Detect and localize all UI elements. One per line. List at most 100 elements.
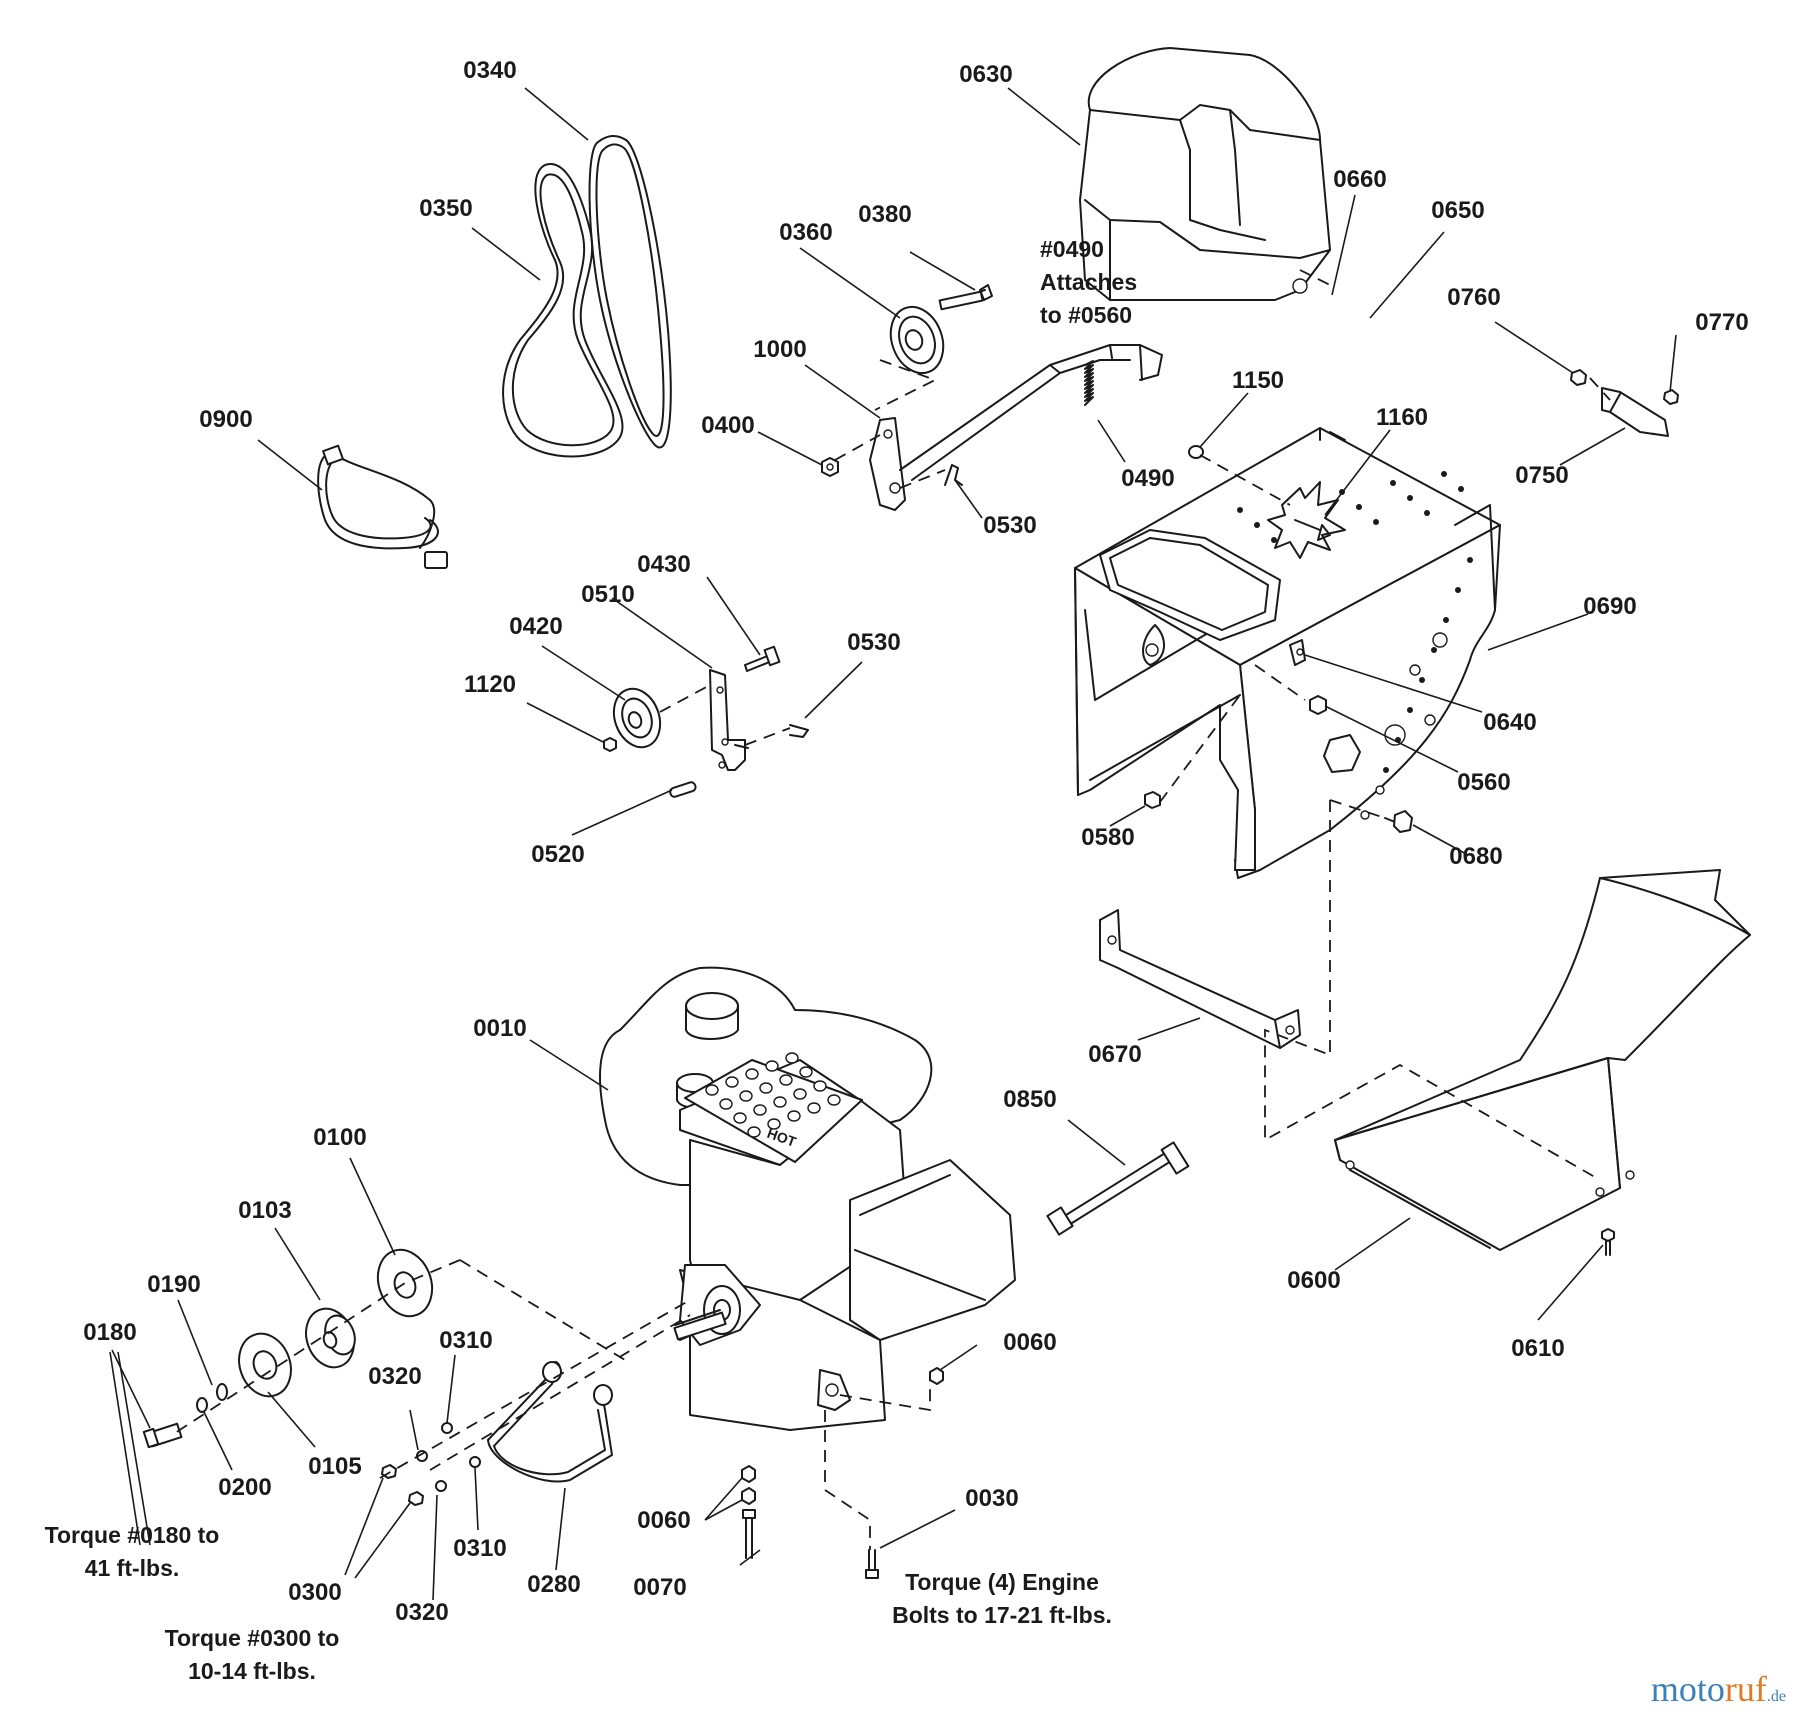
- watermark-part3: .de: [1766, 1688, 1786, 1705]
- label-0630: 0630: [959, 61, 1012, 88]
- label-0010: 0010: [473, 1015, 526, 1042]
- label-0670: 0670: [1088, 1041, 1141, 1068]
- engine-pulley: [376, 1248, 434, 1318]
- label-0600: 0600: [1287, 1267, 1340, 1294]
- bolt-0680: [1384, 810, 1413, 833]
- label-0060-lower: 0060: [637, 1507, 690, 1534]
- washer-0190: [216, 1383, 228, 1401]
- vent-hole: [705, 1084, 719, 1096]
- bolt-0610: [1601, 1228, 1615, 1256]
- part-labels: 0340 0350 0900 0630 0660 0650 0360 0380 …: [83, 57, 1748, 1626]
- leader-lines: [109, 87, 1677, 1601]
- label-0180: 0180: [83, 1319, 136, 1346]
- label-0300: 0300: [288, 1579, 341, 1606]
- label-0350: 0350: [419, 195, 472, 222]
- label-0760: 0760: [1447, 284, 1500, 311]
- vent-hole: [759, 1082, 773, 1094]
- bolt-0640: [1289, 639, 1306, 666]
- vent-hole: [793, 1088, 807, 1100]
- label-0660: 0660: [1333, 166, 1386, 193]
- label-0420: 0420: [509, 613, 562, 640]
- vent-hole: [745, 1068, 759, 1080]
- label-0510: 0510: [581, 581, 634, 608]
- ignition-cable: [317, 444, 448, 569]
- watermark: motoruf.de: [1651, 1668, 1786, 1710]
- label-0360: 0360: [779, 219, 832, 246]
- vent-hole: [807, 1102, 821, 1114]
- idler-pulley-upper: [889, 284, 993, 375]
- vent-hole: [733, 1112, 747, 1124]
- mount-hole: [1390, 480, 1396, 486]
- mount-hole: [1407, 495, 1413, 501]
- label-0650: 0650: [1431, 197, 1484, 224]
- idler-pulley-lower: [603, 687, 662, 752]
- label-0310-upper: 0310: [439, 1327, 492, 1354]
- label-0200: 0200: [218, 1474, 271, 1501]
- vent-hole: [767, 1118, 781, 1130]
- note-attaches-line1: #0490: [1040, 236, 1104, 262]
- note-torque-0300-line2: 10-14 ft-lbs.: [188, 1658, 316, 1684]
- pin-0520: [669, 781, 697, 798]
- note-attaches-line3: to #0560: [1040, 302, 1132, 328]
- label-0030: 0030: [965, 1485, 1018, 1512]
- label-0430: 0430: [637, 551, 690, 578]
- hot-plate: HOT: [684, 1052, 863, 1163]
- label-0100: 0100: [313, 1124, 366, 1151]
- bottom-pan: [1334, 869, 1751, 1251]
- assembly-lines: [171, 269, 1611, 1550]
- label-0280: 0280: [527, 1571, 580, 1598]
- hairpin-lower: [789, 724, 809, 738]
- vent-hole: [739, 1090, 753, 1102]
- lockwasher-0200: [196, 1397, 208, 1413]
- engine-bolts: [741, 1367, 944, 1579]
- label-0400: 0400: [701, 412, 754, 439]
- label-0520: 0520: [531, 841, 584, 868]
- drive-belt-outer: [588, 134, 672, 449]
- spring: [1084, 360, 1094, 406]
- label-0690: 0690: [1583, 593, 1636, 620]
- vent-hole: [773, 1096, 787, 1108]
- starburst-1160: [1267, 481, 1346, 559]
- nut-0580: [1144, 791, 1161, 809]
- note-torque-0180-line1: Torque #0180 to: [45, 1522, 220, 1548]
- vent-hole: [787, 1110, 801, 1122]
- label-0490: 0490: [1121, 465, 1174, 492]
- label-0340: 0340: [463, 57, 516, 84]
- vent-hole: [747, 1126, 761, 1138]
- bracket-0750: [1570, 369, 1679, 437]
- mount-hole: [1443, 617, 1449, 623]
- note-torque-engine: Torque (4) Engine Bolts to 17-21 ft-lbs.: [892, 1569, 1112, 1628]
- note-torque-0180: Torque #0180 to 41 ft-lbs.: [45, 1522, 220, 1581]
- mount-hole: [1407, 707, 1413, 713]
- mount-hole: [1458, 486, 1464, 492]
- note-attaches-line2: Attaches: [1040, 269, 1137, 295]
- vent-hole: [779, 1074, 793, 1086]
- washer-1150: [1188, 445, 1204, 459]
- note-torque-engine-line2: Bolts to 17-21 ft-lbs.: [892, 1602, 1112, 1628]
- label-0070: 0070: [633, 1574, 686, 1601]
- label-0610: 0610: [1511, 1335, 1564, 1362]
- mount-hole: [1424, 510, 1430, 516]
- bolt-0560: [1309, 695, 1327, 715]
- label-0750: 0750: [1515, 462, 1568, 489]
- label-0310-lower: 0310: [453, 1535, 506, 1562]
- label-0680: 0680: [1449, 843, 1502, 870]
- vent-hole: [753, 1104, 767, 1116]
- idler-bracket: [709, 669, 749, 771]
- hairpin-upper: [944, 464, 963, 486]
- watermark-part1: moto: [1650, 1669, 1725, 1709]
- label-0560: 0560: [1457, 769, 1510, 796]
- label-0770: 0770: [1695, 309, 1748, 336]
- drive-belt-inner: [502, 163, 624, 458]
- lift-handle: [487, 1361, 613, 1483]
- label-0380: 0380: [858, 201, 911, 228]
- watermark-part2: ruf: [1724, 1669, 1767, 1709]
- label-0850: 0850: [1003, 1086, 1056, 1113]
- label-0530-upper: 0530: [983, 512, 1036, 539]
- label-0530-lower: 0530: [847, 629, 900, 656]
- label-0640: 0640: [1483, 709, 1536, 736]
- note-torque-0300: Torque #0300 to 10-14 ft-lbs.: [165, 1625, 340, 1684]
- label-0190: 0190: [147, 1271, 200, 1298]
- mount-hole: [1356, 504, 1362, 510]
